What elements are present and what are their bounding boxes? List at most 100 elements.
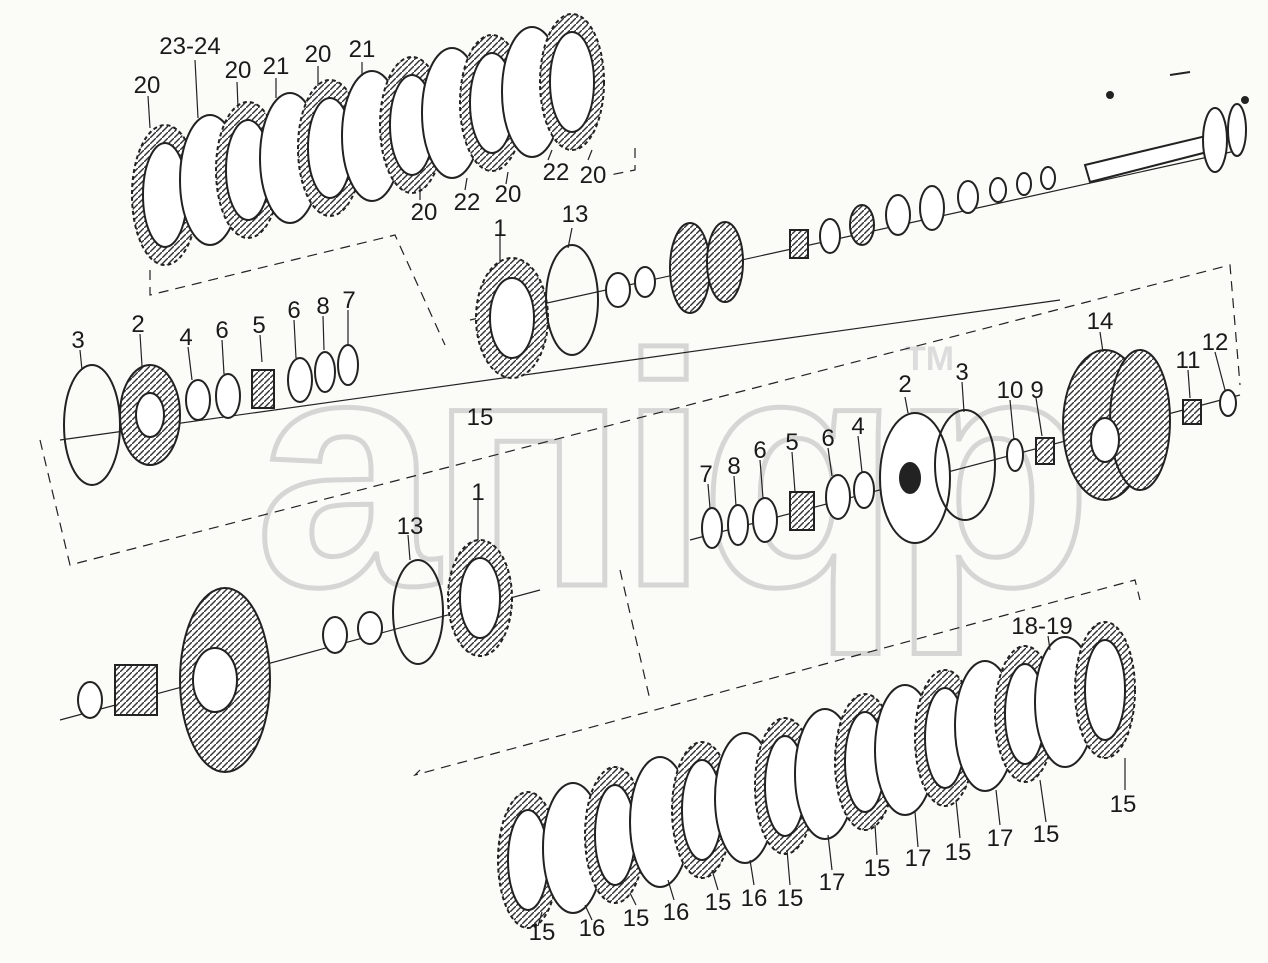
leader-center: [619, 569, 651, 701]
callout-13: 13: [562, 201, 589, 228]
washer: [322, 616, 348, 654]
washer: [357, 611, 383, 645]
callout-23-24: 23-24: [159, 33, 220, 60]
bearing-9: [1035, 437, 1055, 465]
washer: [634, 266, 656, 298]
ring-6: [287, 357, 313, 403]
callout-21: 21: [263, 53, 290, 80]
leader-bottom-frame: [412, 579, 1141, 777]
callout-2: 2: [898, 371, 911, 398]
snap-ring-13-upper: [545, 244, 599, 356]
callout-15: 15: [705, 889, 732, 916]
seal-4: [853, 471, 875, 509]
ring-6: [825, 474, 851, 520]
callout-11: 11: [1176, 347, 1201, 374]
callout-4: 4: [179, 324, 192, 351]
washer: [77, 681, 103, 719]
right-piston-assembly: [701, 349, 1237, 549]
lower-left-assembly: [77, 539, 513, 773]
ring-8: [727, 504, 749, 546]
seal-ring-3: [934, 409, 996, 521]
callout-20: 20: [305, 41, 332, 68]
ring: [989, 177, 1007, 203]
callout-8: 8: [727, 453, 740, 480]
callout-15: 15: [945, 839, 972, 866]
part-callouts: 20 23-24 20 21 20 21 20 22 20 22 20 1 13…: [71, 33, 1228, 946]
ring-8: [314, 351, 336, 393]
callout-5: 5: [785, 429, 798, 456]
pin: [1169, 71, 1191, 76]
upper-shaft-assembly: [475, 71, 1249, 379]
callout-13: 13: [397, 513, 424, 540]
bolt: [1241, 96, 1249, 104]
ring-6: [215, 373, 241, 419]
callout-15: 15: [1110, 791, 1137, 818]
seal-4: [185, 379, 211, 421]
callout-6: 6: [753, 437, 766, 464]
shaft: [1083, 133, 1217, 184]
clutch-pack-upper: [131, 13, 605, 266]
bearing: [789, 229, 809, 259]
callout-20: 20: [580, 162, 607, 189]
callout-16: 16: [663, 899, 690, 926]
callout-22: 22: [454, 189, 481, 216]
callout-15: 15: [777, 885, 804, 912]
leader-lines: [39, 148, 1241, 777]
bearing: [114, 664, 158, 716]
callout-17: 17: [905, 845, 932, 872]
ring-12: [1219, 389, 1237, 417]
shaft-flange-end: [1227, 103, 1247, 157]
callout-10: 10: [997, 377, 1024, 404]
callout-20: 20: [411, 199, 438, 226]
callout-21: 21: [349, 36, 376, 63]
bearing-11: [1182, 399, 1202, 425]
callout-18-19: 18-19: [1011, 613, 1072, 640]
left-piston-assembly: [63, 344, 359, 486]
callout-2: 2: [131, 311, 144, 338]
spring-5: [251, 369, 275, 409]
watermark-trademark: TM: [905, 340, 954, 378]
washer: [605, 272, 631, 308]
seal-ring-3: [63, 364, 121, 486]
callout-3: 3: [71, 327, 84, 354]
callout-1: 1: [471, 479, 484, 506]
ring: [885, 194, 911, 236]
clutch-hub-gear: [706, 221, 744, 303]
ring: [1016, 172, 1032, 196]
shaft-flange: [1202, 107, 1228, 173]
drum-14-gear: [1109, 349, 1171, 491]
callout-9: 9: [1030, 377, 1043, 404]
ring-10: [1006, 438, 1024, 472]
callout-17: 17: [987, 825, 1014, 852]
callout-8: 8: [316, 293, 329, 320]
clutch-hub: [669, 222, 711, 314]
ring-6: [752, 497, 778, 543]
callout-7: 7: [342, 287, 355, 314]
watermark-text: aпiqp: [255, 286, 1083, 657]
callout-6: 6: [821, 425, 834, 452]
callout-15: 15: [864, 855, 891, 882]
callout-22: 22: [543, 159, 570, 186]
callout-17: 17: [819, 869, 846, 896]
callout-5: 5: [252, 312, 265, 339]
callout-1: 1: [493, 215, 506, 242]
bearing: [849, 204, 875, 246]
callout-14: 14: [1087, 308, 1114, 335]
leader-middle-frame: [39, 264, 1241, 566]
callout-12: 12: [1202, 329, 1229, 356]
ring: [957, 180, 979, 214]
callout-15: 15: [623, 905, 650, 932]
callout-20: 20: [225, 57, 252, 84]
spring-5: [789, 491, 815, 531]
bolt: [1106, 91, 1114, 99]
callout-16: 16: [579, 915, 606, 942]
clutch-pack-lower: [497, 621, 1136, 929]
snap-ring-13-lower: [392, 559, 444, 665]
callout-7: 7: [699, 461, 712, 488]
ring-7: [701, 507, 723, 549]
leader-top-right: [609, 148, 636, 176]
callout-6: 6: [215, 317, 228, 344]
callout-15: 15: [529, 919, 556, 946]
